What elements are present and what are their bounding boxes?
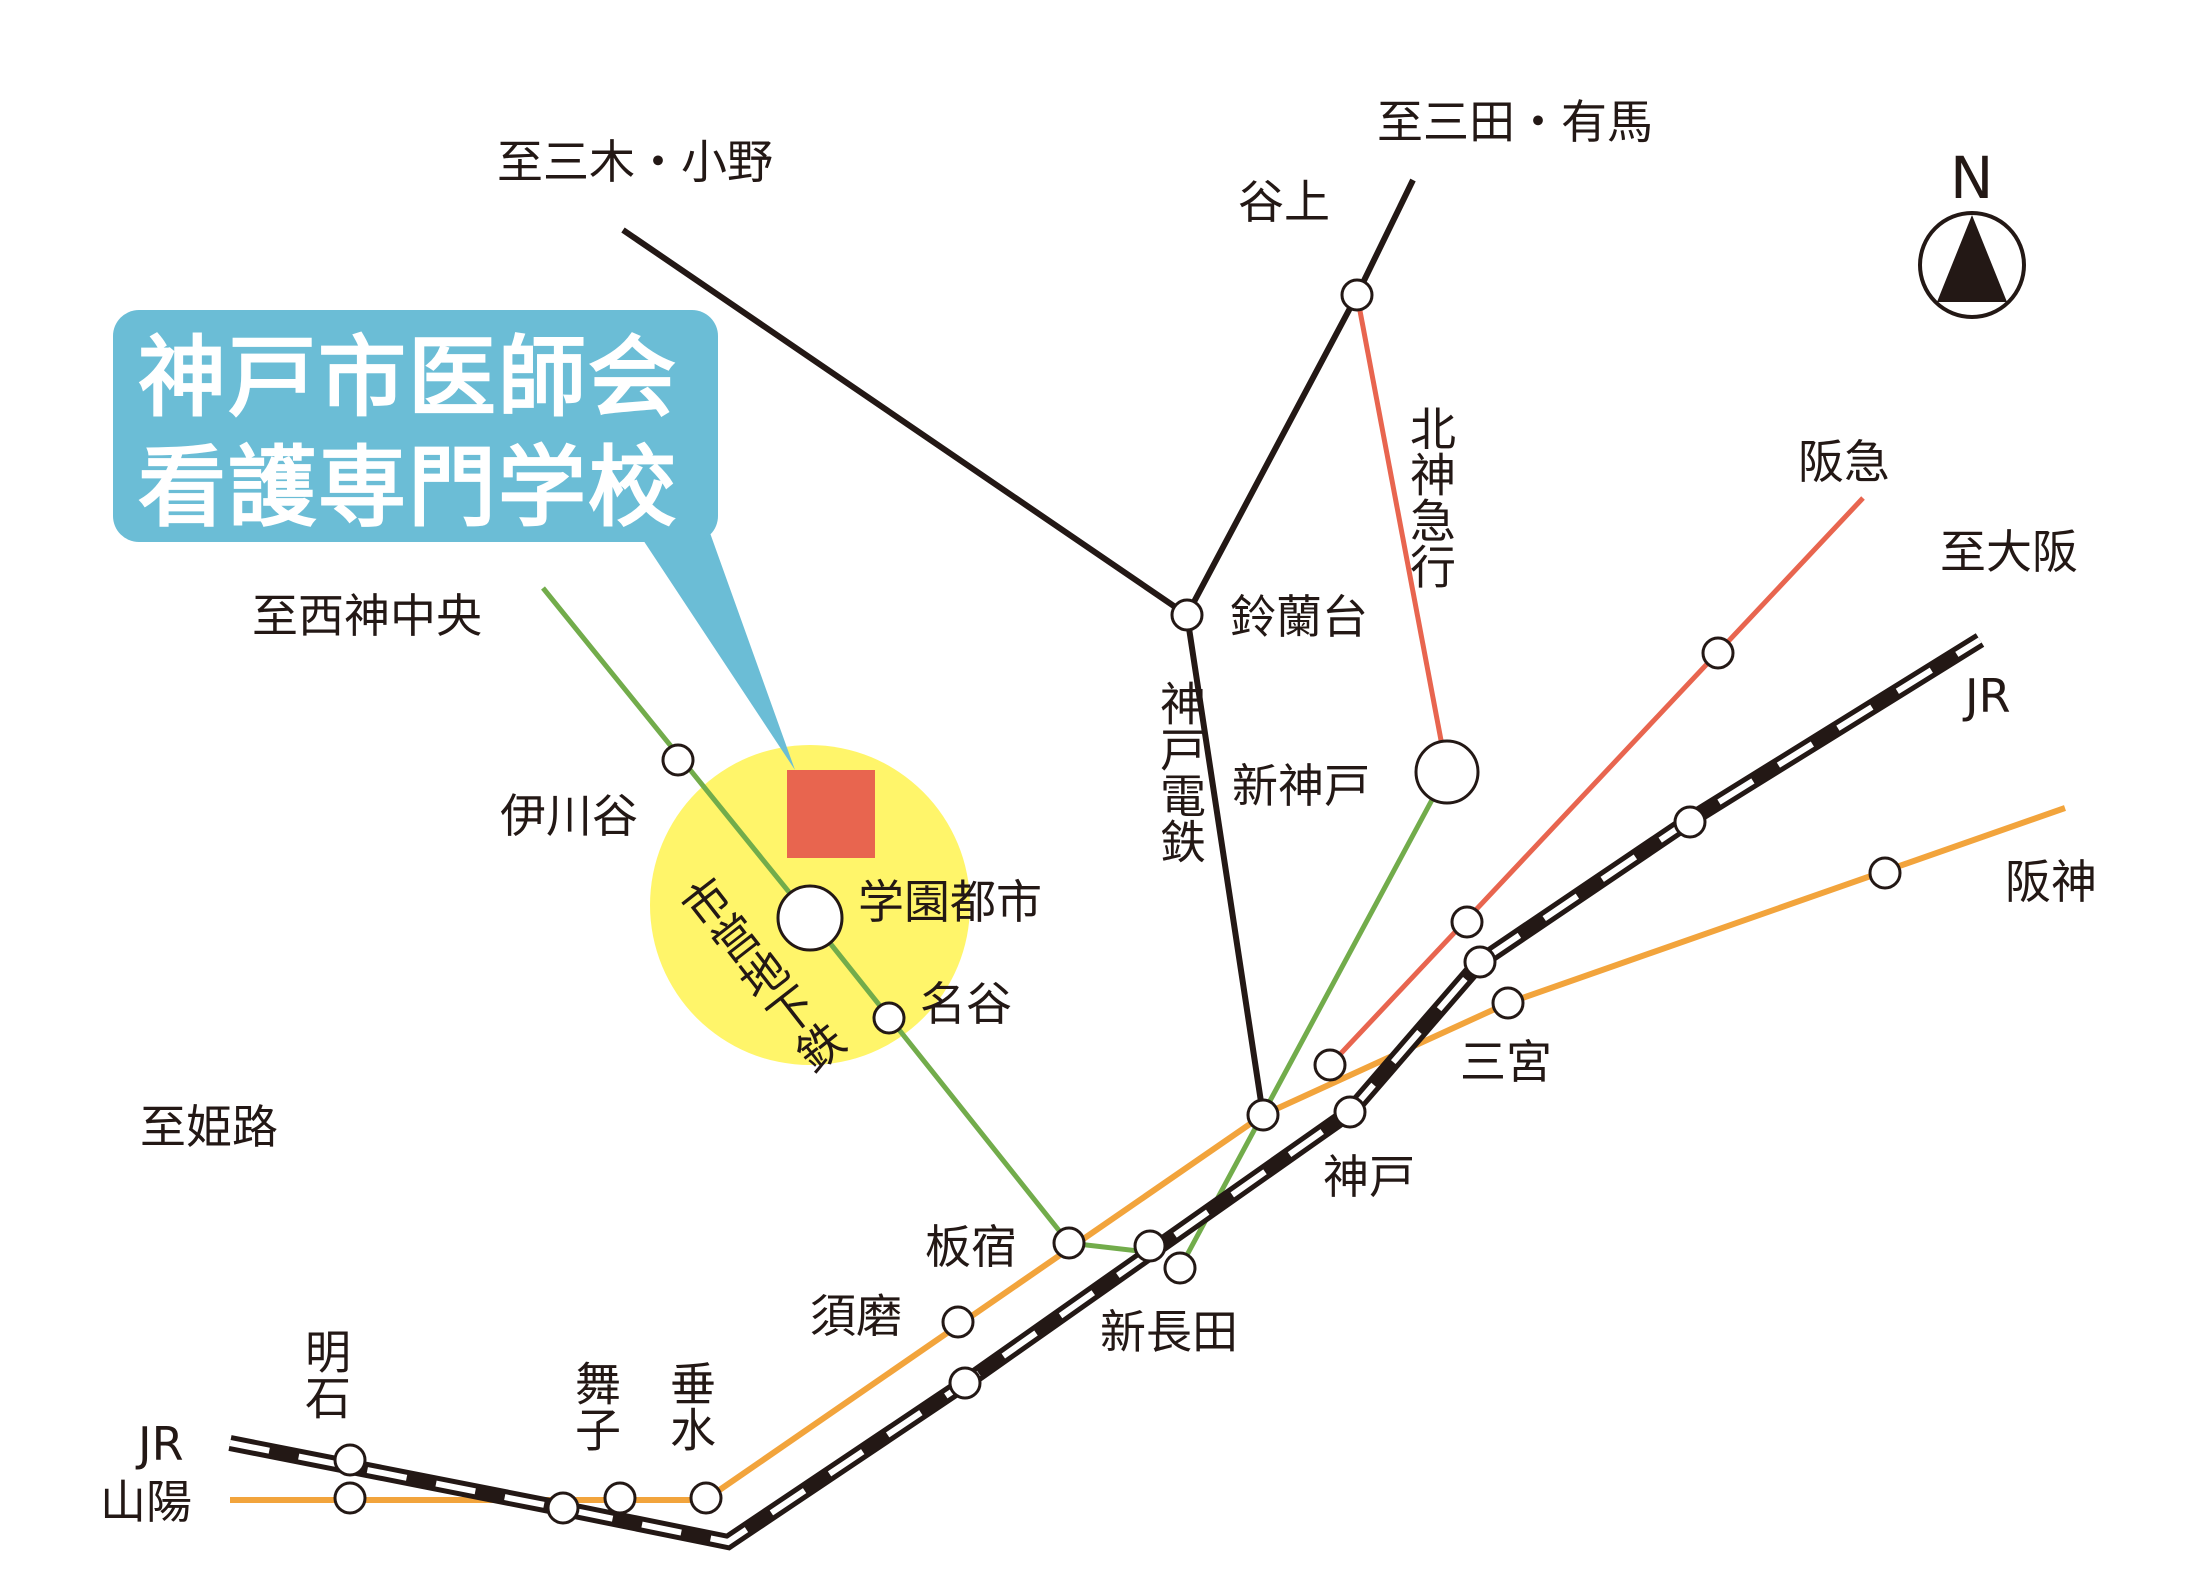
callout-pointer: [620, 505, 795, 770]
line-label-hanshin: 阪神: [2005, 855, 2097, 909]
station-jr-maiko[interactable]: [546, 1491, 580, 1525]
station-myodani[interactable]: [872, 1001, 906, 1035]
label-itayado: 板宿: [925, 1220, 1017, 1274]
station-kobe[interactable]: [1333, 1095, 1367, 1129]
line-label-hankyu: 阪急: [1798, 435, 1890, 489]
hokushin-kyuko-line: [1354, 294, 1450, 773]
label-sannomiya: 三宮: [1460, 1035, 1552, 1089]
subway-yamate-line: [1177, 770, 1450, 1270]
school-name-line2: 看護専門学校: [138, 436, 678, 539]
callout-box: [113, 310, 718, 542]
station-akashi-jr[interactable]: [333, 1443, 367, 1477]
station-maiko[interactable]: [603, 1481, 637, 1515]
jr-line-outer: [228, 633, 1985, 1551]
station-jr-sannomiya[interactable]: [1463, 945, 1497, 979]
label-tanigami: 谷上: [1238, 175, 1330, 229]
label-gakuentoshi: 学園都市: [858, 875, 1042, 929]
jr-line-inner: [229, 637, 1982, 1546]
label-ikawadani: 伊川谷: [500, 789, 638, 843]
north-compass: N: [1918, 144, 2026, 319]
station-suzurandai[interactable]: [1170, 598, 1204, 632]
sanyo-hanshin-line: [230, 805, 2066, 1503]
kobe-dentetsu-branch: [1184, 178, 1416, 617]
line-label-kobe-dentetsu: 神戸電鉄: [1153, 680, 1207, 864]
label-maiko: 舞子: [568, 1360, 622, 1452]
compass-letter: N: [1950, 144, 1993, 212]
hankyu-line: [1328, 496, 1865, 1067]
station-shinnagata-jr[interactable]: [1133, 1229, 1167, 1263]
direction-seishin-chuo: 至西神中央: [252, 589, 482, 643]
line-label-jr-west: JR: [135, 1417, 184, 1471]
direction-himeji: 至姫路: [140, 1100, 278, 1154]
station-hankyu-mid[interactable]: [1701, 636, 1735, 670]
school-name-line1: 神戸市医師会: [138, 326, 678, 429]
station-shinnagata-subway[interactable]: [1163, 1251, 1197, 1285]
station-hanshin-east[interactable]: [1868, 856, 1902, 890]
school-marker: [787, 770, 875, 858]
station-suma[interactable]: [941, 1305, 975, 1339]
direction-osaka: 至大阪: [1940, 525, 2078, 579]
label-shinnagata: 新長田: [1100, 1305, 1238, 1359]
label-myodani: 名谷: [920, 977, 1012, 1031]
station-tanigami[interactable]: [1340, 278, 1374, 312]
station-hankyu-sannomiya[interactable]: [1450, 905, 1484, 939]
label-shinkobe: 新神戸: [1232, 759, 1370, 813]
line-label-jr-east: JR: [1962, 669, 2011, 723]
direction-miki-ono: 至三木・小野: [497, 135, 773, 189]
station-ikawadani[interactable]: [661, 743, 695, 777]
station-akashi-sanyo[interactable]: [333, 1481, 367, 1515]
label-suzurandai: 鈴蘭台: [1230, 590, 1368, 644]
station-hanshin-sannomiya[interactable]: [1491, 986, 1525, 1020]
station-gakuentoshi[interactable]: [776, 884, 844, 952]
station-jr-east[interactable]: [1673, 805, 1707, 839]
station-dentetsu-terminus[interactable]: [1246, 1098, 1280, 1132]
station-shinkobe[interactable]: [1414, 739, 1480, 805]
station-tarumi[interactable]: [689, 1481, 723, 1515]
direction-sanda-arima: 至三田・有馬: [1377, 95, 1653, 149]
line-label-hokushin-kyuko: 北神急行: [1403, 405, 1457, 589]
line-label-sanyo: 山陽: [100, 1475, 192, 1529]
label-akashi: 明石: [298, 1328, 352, 1420]
station-jr-suma[interactable]: [948, 1366, 982, 1400]
station-itayado[interactable]: [1052, 1226, 1086, 1260]
label-tarumi: 垂水: [663, 1360, 717, 1452]
label-suma: 須磨: [810, 1289, 902, 1343]
label-kobe: 神戸: [1323, 1150, 1415, 1204]
station-hanshin-mid[interactable]: [1313, 1048, 1347, 1082]
